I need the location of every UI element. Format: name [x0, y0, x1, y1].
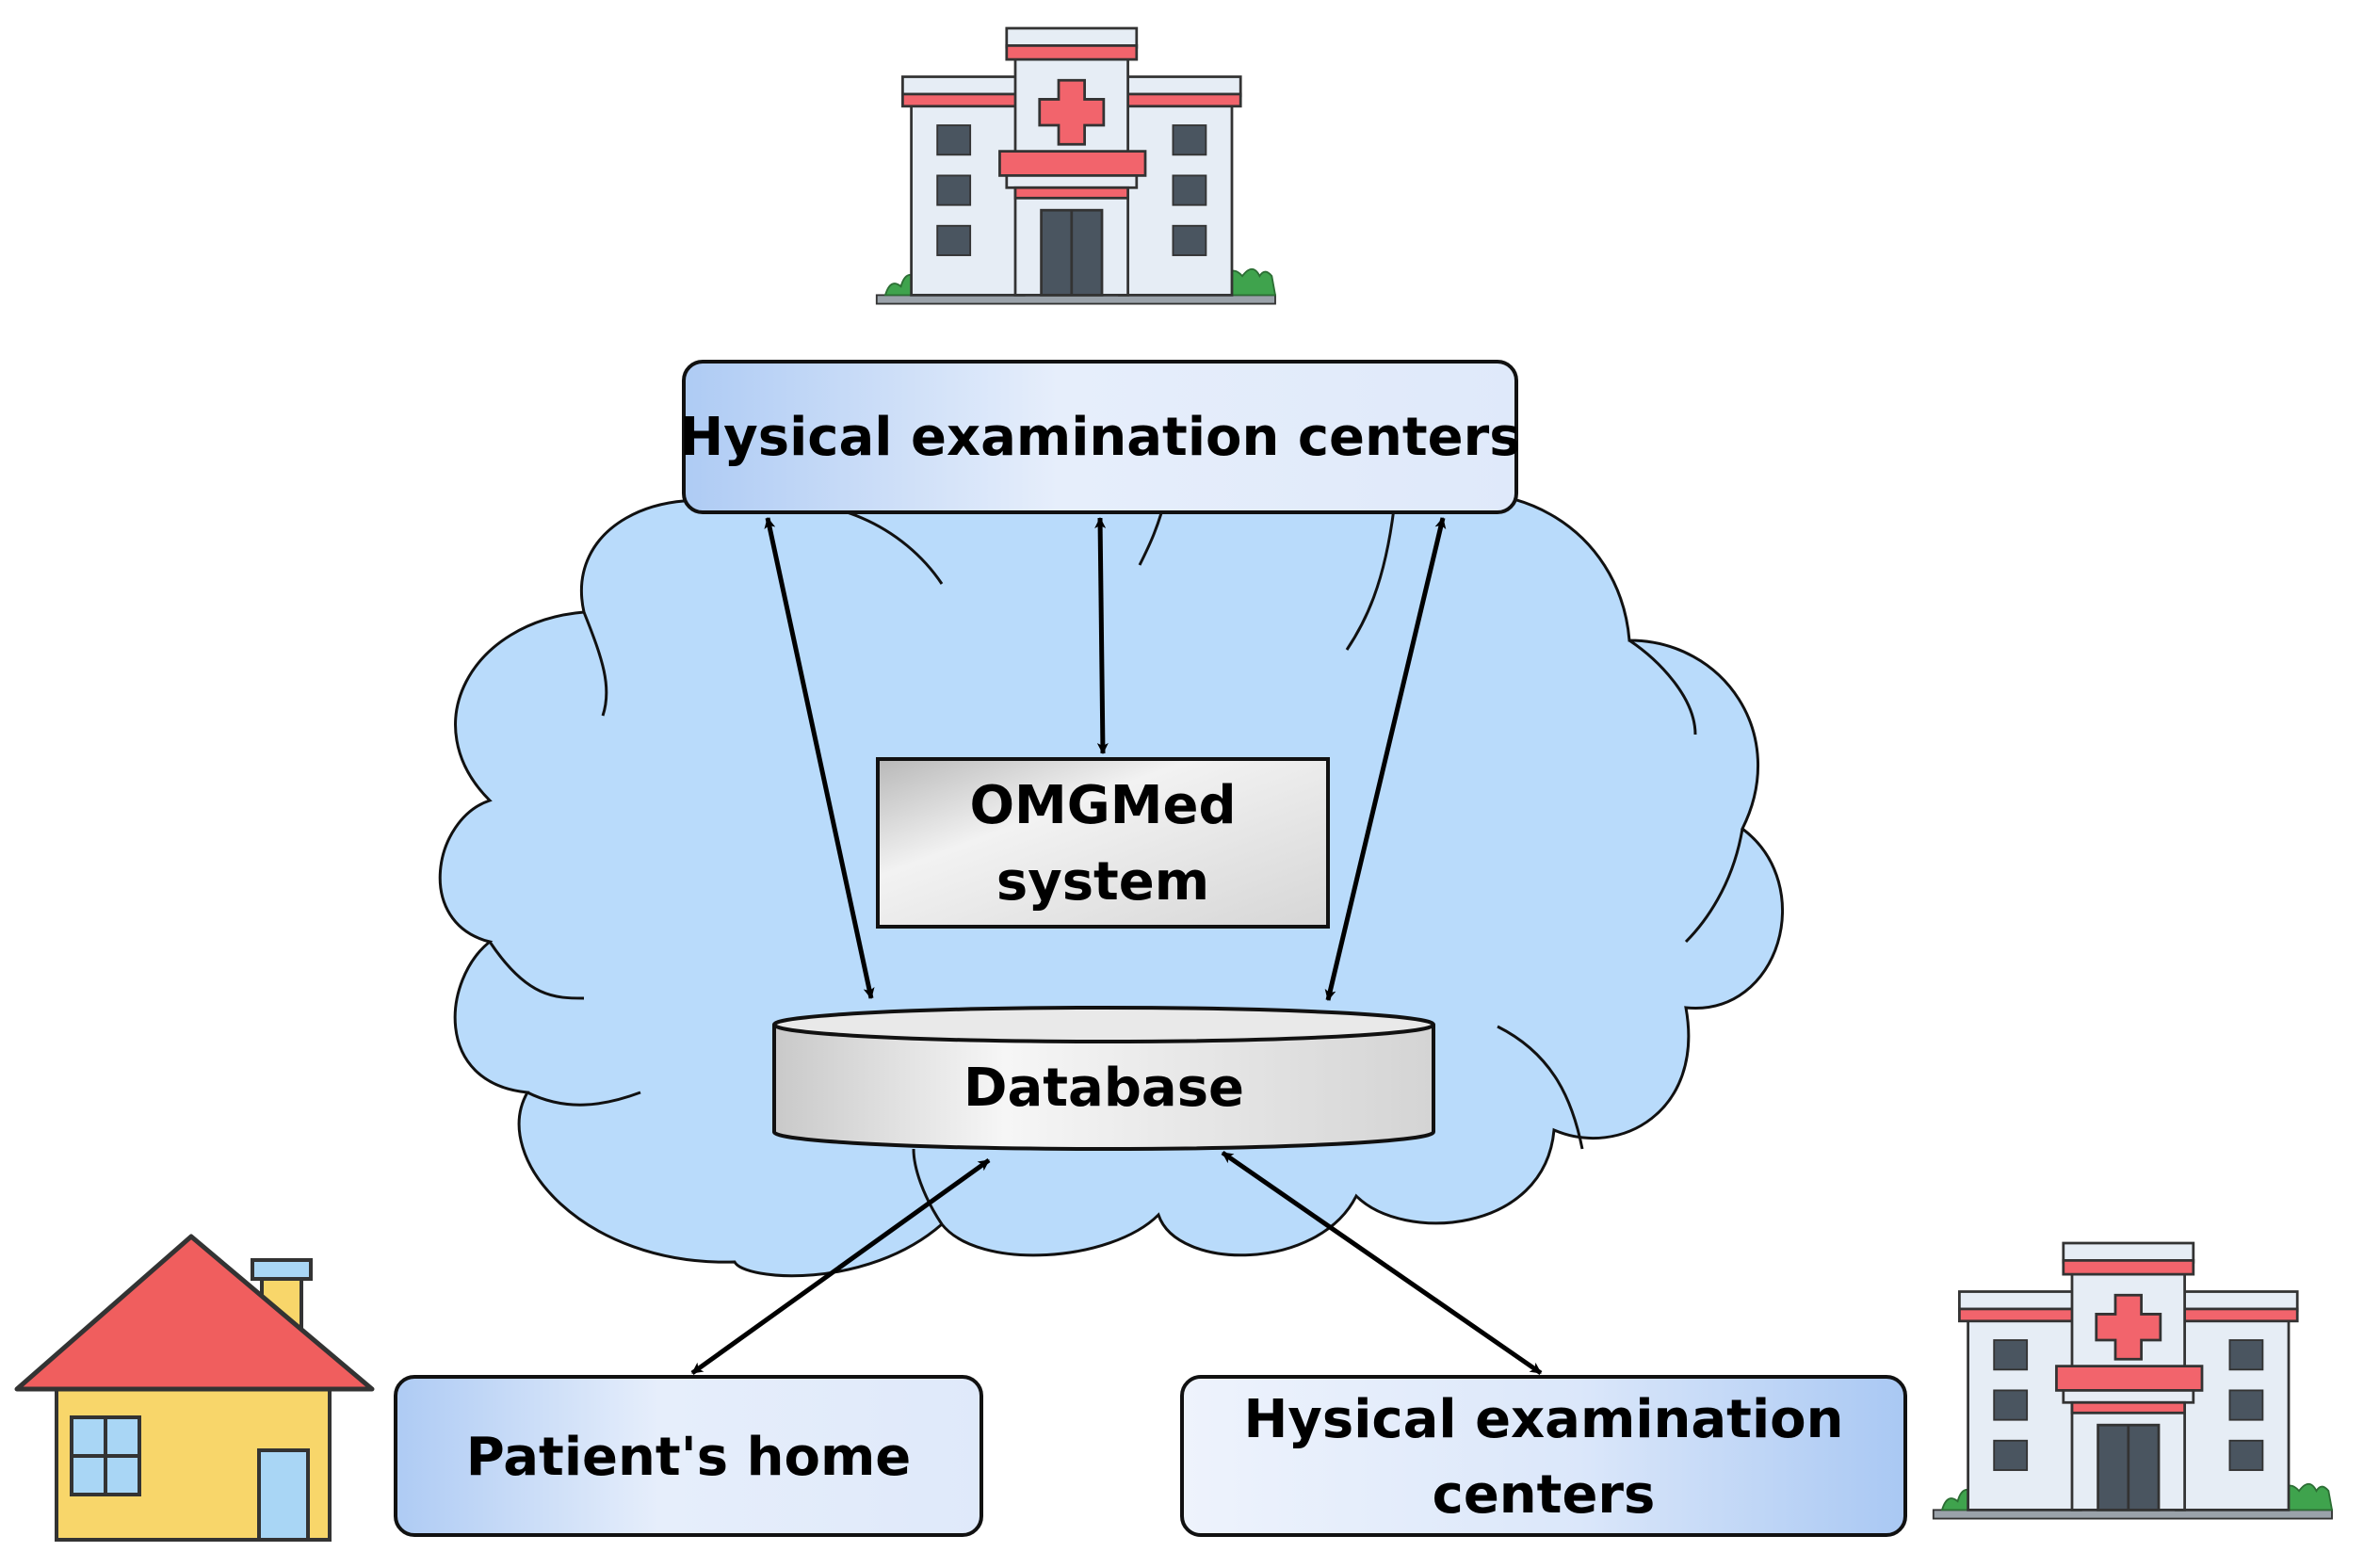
bottom-centers-label-line1: Hysical examination: [1244, 1389, 1844, 1450]
arrow-top-left-to-database: [764, 517, 875, 999]
database-label: Database: [963, 1058, 1244, 1119]
connection-arrows: [690, 517, 1543, 1376]
bottom-centers-label-line2: centers: [1433, 1464, 1656, 1526]
house-icon: [14, 1234, 375, 1542]
hospital-icon-bottom: [1932, 1241, 2334, 1520]
top-centers-label: Hysical examination centers: [679, 407, 1520, 468]
database-cylinder-icon: Database: [772, 1006, 1435, 1151]
arrow-top-center-to-omgmed: [1094, 517, 1109, 754]
top-examination-centers-box: Hysical examination centers: [679, 360, 1521, 514]
omgmed-label-line1: OMGMed: [969, 775, 1236, 836]
hospital-icon-top: [875, 26, 1277, 305]
arrow-top-right-to-database: [1324, 517, 1447, 1001]
patient-home-label: Patient's home: [466, 1427, 912, 1488]
omgmed-label-line2: system: [996, 851, 1209, 913]
patient-home-box: Patient's home: [394, 1375, 983, 1537]
omgmed-system-box: OMGMed system: [876, 757, 1330, 929]
bottom-examination-centers-box: Hysical examination centers: [1180, 1375, 1907, 1537]
arrow-database-to-bottom-centers: [1221, 1150, 1543, 1376]
arrow-database-to-patient-home: [690, 1157, 991, 1376]
